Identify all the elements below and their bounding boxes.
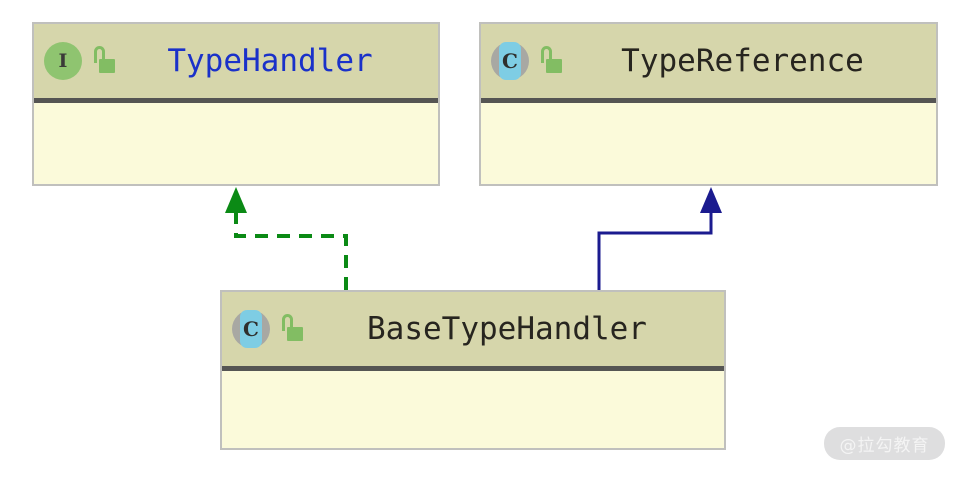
realization-arrowhead bbox=[225, 187, 247, 213]
class-icons: C bbox=[232, 310, 304, 348]
class-icon-plate bbox=[240, 310, 262, 348]
generalization-arrowhead bbox=[700, 187, 722, 213]
interface-icon-letter: I bbox=[58, 49, 68, 72]
class-members-area bbox=[481, 103, 936, 184]
class-box-type-handler[interactable]: I TypeHandler bbox=[32, 22, 440, 186]
padlock-body bbox=[287, 327, 303, 341]
open-padlock-icon bbox=[537, 46, 563, 76]
watermark-text: @拉勾教育 bbox=[839, 436, 930, 456]
class-name-base-type-handler: BaseTypeHandler bbox=[367, 311, 647, 347]
class-header: C BaseTypeHandler bbox=[222, 292, 724, 371]
class-icon: C bbox=[232, 310, 270, 348]
padlock-body bbox=[546, 59, 562, 73]
padlock-shackle bbox=[94, 46, 105, 63]
class-header: C TypeReference bbox=[481, 24, 936, 103]
class-title-slot: TypeReference bbox=[563, 43, 936, 79]
class-icon-plate bbox=[499, 42, 521, 80]
watermark: @拉勾教育 bbox=[824, 427, 945, 460]
interface-icon: I bbox=[44, 42, 82, 80]
class-box-base-type-handler[interactable]: C BaseTypeHandler bbox=[220, 290, 726, 450]
class-icon: C bbox=[491, 42, 529, 80]
class-members-area bbox=[34, 103, 438, 184]
padlock-shackle bbox=[282, 314, 293, 331]
class-icons: C bbox=[491, 42, 563, 80]
open-padlock-icon bbox=[90, 46, 116, 76]
relationship-generalization[interactable] bbox=[597, 187, 722, 290]
class-header: I TypeHandler bbox=[34, 24, 438, 103]
generalization-line bbox=[597, 212, 713, 290]
realization-line bbox=[234, 212, 348, 290]
relationship-realization[interactable] bbox=[225, 187, 348, 290]
open-padlock-icon bbox=[278, 314, 304, 344]
class-icons: I bbox=[44, 42, 116, 80]
padlock-shackle bbox=[541, 46, 552, 63]
class-box-type-reference[interactable]: C TypeReference bbox=[479, 22, 938, 186]
class-title-slot: BaseTypeHandler bbox=[304, 311, 724, 347]
class-icon-letter: C bbox=[243, 317, 259, 341]
class-name-type-handler: TypeHandler bbox=[167, 43, 373, 79]
class-name-type-reference: TypeReference bbox=[621, 43, 864, 79]
class-members-area bbox=[222, 371, 724, 448]
class-title-slot: TypeHandler bbox=[116, 43, 438, 79]
class-icon-letter: C bbox=[502, 49, 518, 73]
padlock-body bbox=[99, 59, 115, 73]
